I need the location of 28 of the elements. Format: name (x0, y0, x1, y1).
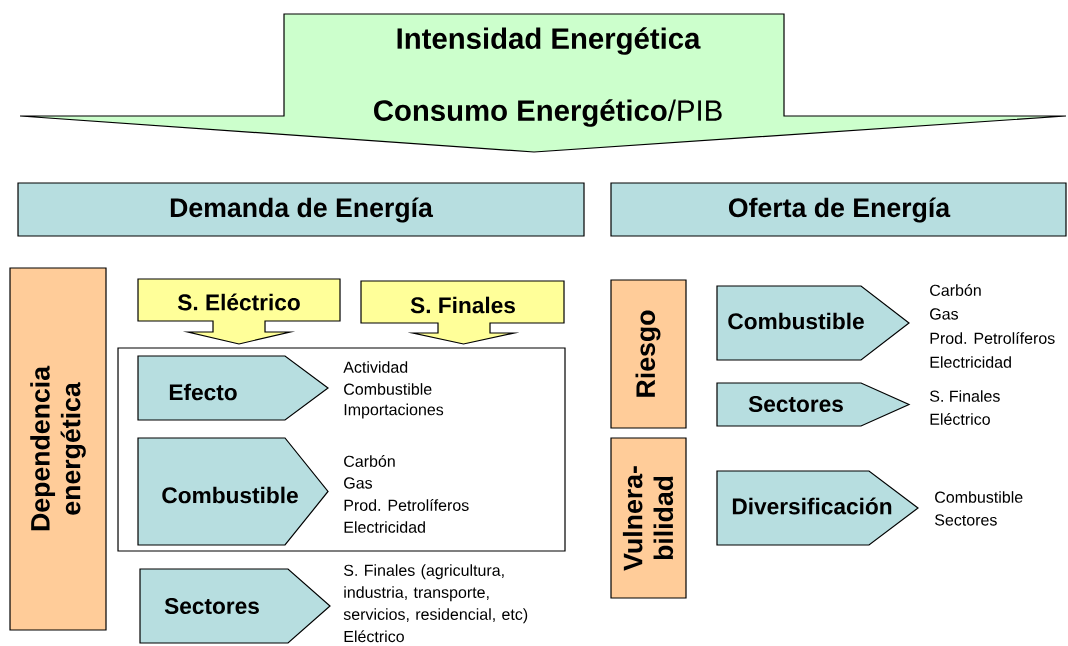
list-text: Importaciones (344, 403, 444, 419)
pentagon-box: Sectores (139, 568, 331, 644)
pentagon-box: Sectores (716, 382, 911, 427)
list-text: Prod. Petrolíferos (930, 332, 1055, 344)
list-text: Actividad (343, 361, 408, 373)
list-text: Combustible (935, 491, 1023, 503)
list-text: Electricidad (930, 356, 1011, 368)
section-header: Demanda de Energía (17, 182, 585, 237)
side-label-box: Vulnera- bilidad (610, 437, 687, 599)
pentagon-box: Combustible (716, 285, 910, 361)
list-text: Electricidad (344, 521, 425, 533)
list-text: Gas (344, 477, 373, 489)
list-text: Prod. Petrolíferos (344, 499, 469, 511)
list-text: Gas (930, 308, 959, 320)
list-text: Carbón (344, 455, 395, 467)
list-text: Eléctrico (344, 630, 404, 643)
list-text: Sectores (935, 514, 997, 526)
list-text: Eléctrico (930, 413, 990, 425)
list-text: Combustible (344, 383, 432, 395)
side-label-box: Dependencia energética (9, 267, 107, 631)
list-text: S. Finales (930, 390, 1000, 402)
section-header: Oferta de Energía (610, 182, 1067, 237)
list-text: S. Finales (agricultura, industria, transporte, servicios, residencial, etc) (343, 564, 528, 624)
callout-box: S. Eléctrico (137, 278, 341, 345)
list-text: Carbón (930, 284, 981, 296)
side-label-box: Riesgo (610, 279, 687, 429)
callout-box: S. Finales (360, 280, 565, 345)
pentagon-box: Diversificación (716, 470, 919, 546)
